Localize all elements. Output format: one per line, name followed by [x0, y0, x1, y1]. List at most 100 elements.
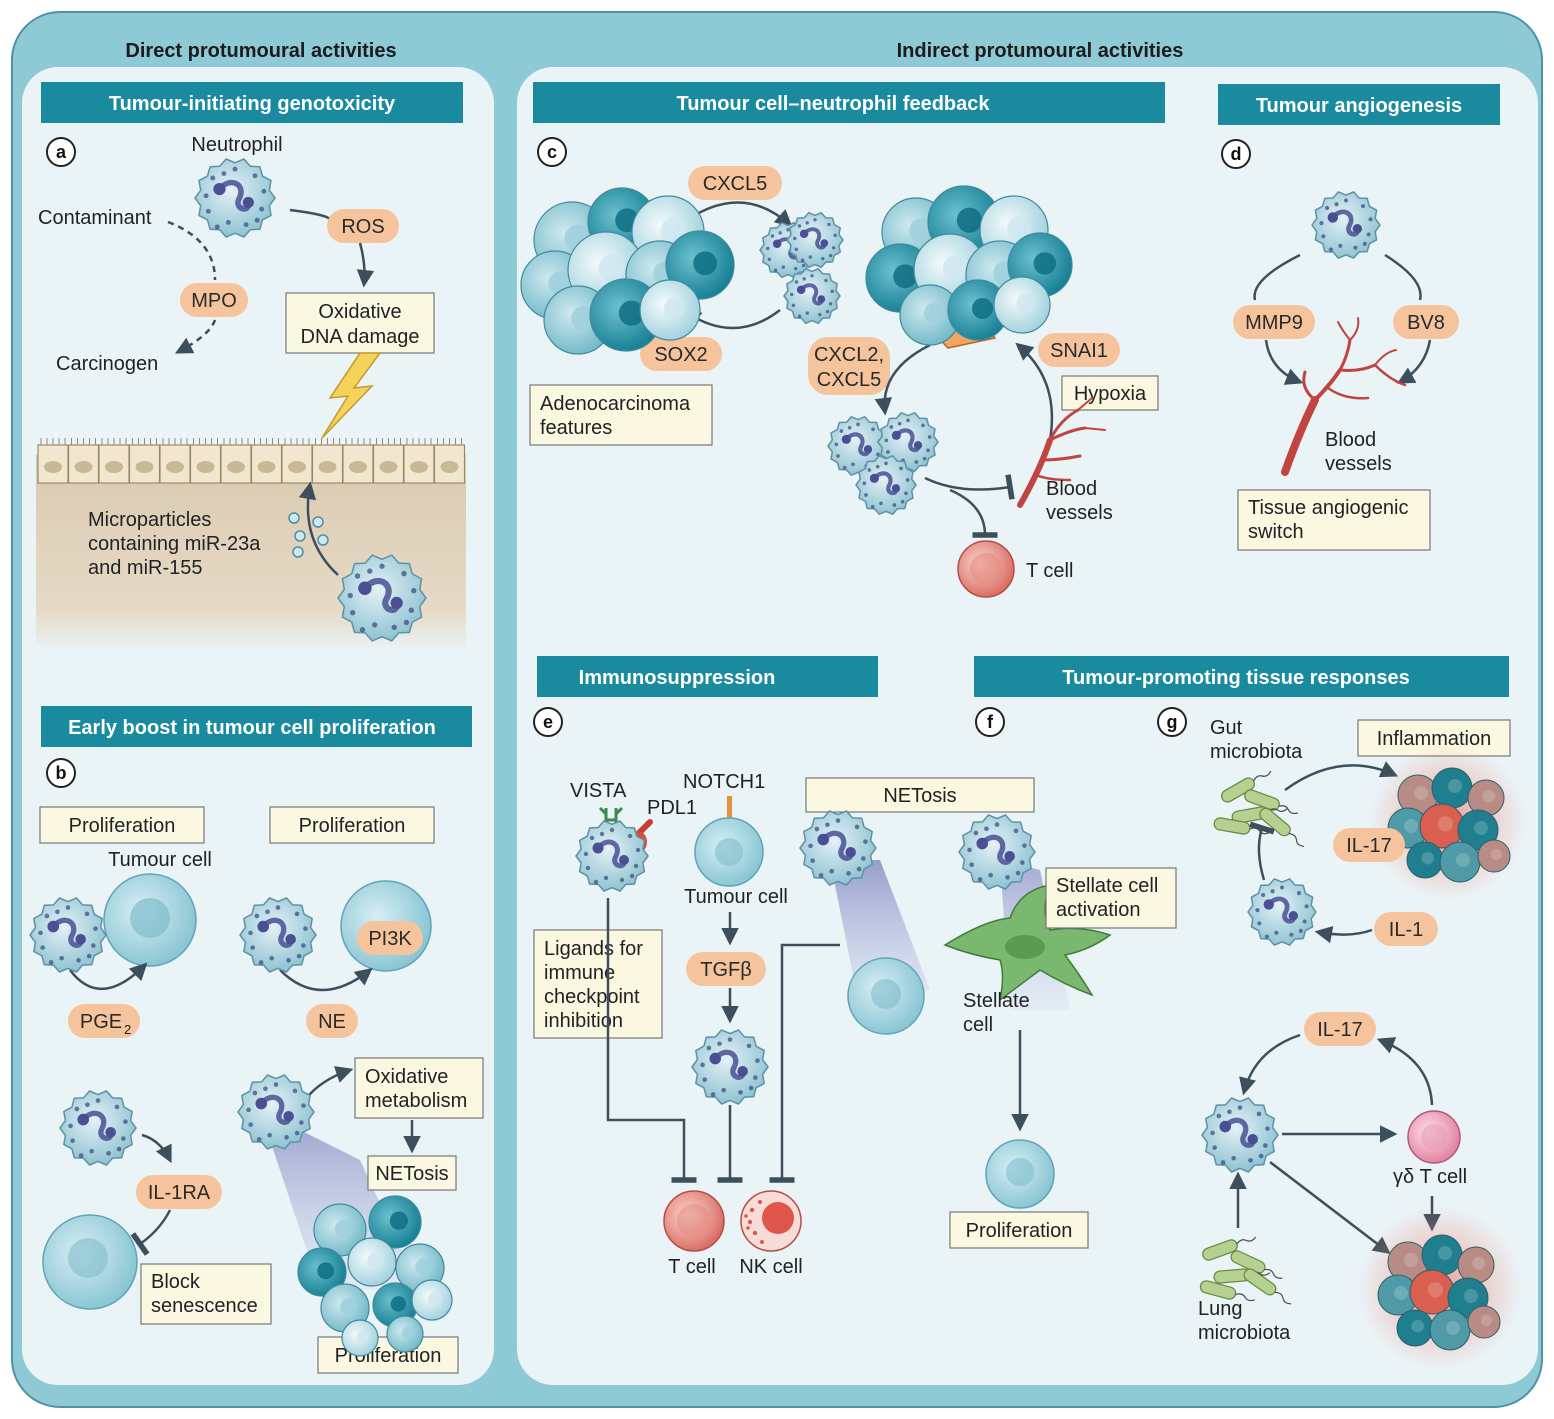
microbiota-arrow — [1284, 761, 1399, 792]
svg-text:Oxidative: Oxidative — [318, 301, 401, 323]
neutrophil-label: Neutrophil — [191, 134, 282, 156]
t-cell-e — [663, 1190, 725, 1252]
gd-t-cell-label: γδ T cell — [1393, 1166, 1467, 1188]
microparticles-label-2: containing miR-23a — [88, 533, 261, 555]
neutrophil-b2 — [239, 897, 317, 973]
svg-text:ROS: ROS — [341, 216, 384, 238]
neutrophil-g1 — [1247, 878, 1317, 946]
bv8-pill: BV8 — [1393, 305, 1459, 339]
svg-text:b: b — [56, 763, 67, 783]
lung-microbiota-icon — [1199, 1236, 1292, 1305]
svg-text:f: f — [987, 712, 994, 732]
microparticles-icon — [288, 512, 329, 558]
il17-to-neutrophil — [1239, 1033, 1301, 1096]
microparticles-label-3: and miR-155 — [88, 557, 203, 579]
header-tissue: Tumour-promoting tissue responses — [1062, 667, 1409, 689]
neutrophil-a-top — [194, 158, 276, 238]
header-feedback-bar — [533, 82, 1165, 123]
header-boost: Early boost in tumour cell proliferation — [68, 717, 436, 739]
carcinogen-dash-arrow — [174, 319, 217, 354]
panel-d: MMP9 BV8 Blood vessels Tissue angiogenic… — [1233, 253, 1459, 551]
il1-pill: IL-1 — [1374, 912, 1438, 946]
neutrophil-f — [958, 814, 1036, 890]
svg-text:d: d — [1231, 144, 1242, 164]
panel-letter-e: e — [533, 707, 563, 737]
gut-inhibit — [1249, 821, 1275, 881]
netosis-box-e: NETosis — [805, 777, 1035, 813]
panel-letter-b: b — [46, 758, 76, 788]
svg-text:IL-17: IL-17 — [1317, 1019, 1363, 1041]
svg-text:features: features — [540, 417, 612, 439]
stellate-label-1: Stellate — [963, 990, 1030, 1012]
svg-text:a: a — [56, 142, 67, 162]
mmp9-line — [1253, 253, 1301, 301]
lung-tumour — [1377, 1234, 1501, 1351]
tumour-cell-f — [985, 1139, 1055, 1209]
tumour-cell-e — [694, 817, 764, 887]
panel-letter-f: f — [975, 707, 1005, 737]
ros-arrow — [356, 242, 375, 288]
svg-text:c: c — [547, 142, 557, 162]
cxcl5-pill: CXCL5 — [688, 166, 782, 200]
svg-text:CXCL2,: CXCL2, — [814, 344, 884, 366]
svg-text:Stellate cell: Stellate cell — [1056, 875, 1158, 897]
svg-text:DNA damage: DNA damage — [301, 326, 420, 348]
microparticle-arrow — [298, 481, 339, 576]
proliferation-box-3: Proliferation — [317, 1336, 459, 1374]
header-genotoxicity-bar — [41, 82, 463, 123]
svg-text:inhibition: inhibition — [544, 1010, 623, 1032]
neutrophil-e1 — [575, 820, 649, 892]
t-cell-c-label: T cell — [1026, 560, 1073, 582]
lightning-icon — [321, 352, 382, 439]
svg-text:Block: Block — [151, 1271, 201, 1293]
direct-section-title: Direct protumoural activities — [125, 40, 396, 62]
il1-arrow — [1314, 925, 1373, 944]
svg-text:MPO: MPO — [191, 290, 237, 312]
svg-text:Proliferation: Proliferation — [69, 815, 176, 837]
mmp9-pill: MMP9 — [1233, 305, 1315, 339]
hypoxia-box: Hypoxia — [1061, 375, 1159, 411]
contaminant-label: Contaminant — [38, 207, 152, 229]
indirect-panel — [517, 67, 1538, 1385]
nk-cell — [740, 1190, 802, 1252]
svg-text:CXCL5: CXCL5 — [703, 173, 767, 195]
tcell-inhibit-c — [949, 488, 998, 538]
svg-text:Ligands for: Ligands for — [544, 938, 643, 960]
epithelium-layer — [37, 438, 466, 484]
bv8-line — [1384, 253, 1422, 301]
tumour-cell-e2 — [847, 957, 925, 1035]
cxcl25-pill: CXCL2,CXCL5 — [808, 337, 890, 395]
header-genotoxicity: Tumour-initiating genotoxicity — [109, 93, 396, 115]
svg-text:2: 2 — [124, 1022, 131, 1037]
pi3k-pill: PI3K — [357, 921, 423, 955]
svg-text:IL-17: IL-17 — [1346, 835, 1392, 857]
tumour-cell-e-label: Tumour cell — [684, 886, 788, 908]
panel-g: Gut microbiota Inflammation IL-17 IL-1 I… — [1198, 717, 1526, 1370]
svg-text:NETosis: NETosis — [375, 1163, 448, 1185]
blood-vessels-c — [1017, 397, 1106, 508]
neutrophil-a-bottom — [337, 554, 427, 642]
neutrophil-b4 — [237, 1074, 315, 1150]
gut-microbiota-label-2: microbiota — [1210, 741, 1303, 763]
svg-text:metabolism: metabolism — [365, 1090, 467, 1112]
proliferation-box-f: Proliferation — [949, 1211, 1089, 1249]
carcinogen-label: Carcinogen — [56, 353, 158, 375]
neutrophil-c6 — [855, 455, 917, 515]
blood-vessels-d-label-2: vessels — [1325, 453, 1392, 475]
gd-t-cell — [1407, 1110, 1461, 1164]
neutrophil-c2 — [786, 211, 844, 269]
svg-text:TGFβ: TGFβ — [700, 959, 752, 981]
svg-text:Inflammation: Inflammation — [1377, 728, 1492, 750]
svg-text:switch: switch — [1248, 521, 1304, 543]
neutrophil-g2 — [1201, 1097, 1279, 1173]
blood-vessels-d — [1281, 317, 1407, 476]
il1ra-arrow — [141, 1133, 172, 1164]
